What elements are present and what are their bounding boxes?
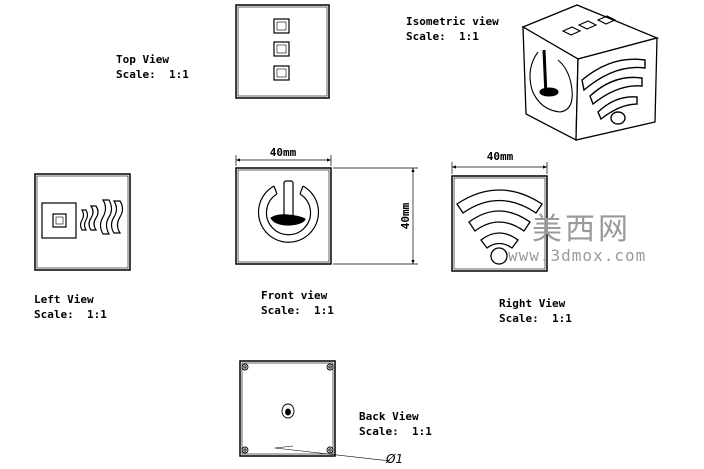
front-height-dimension: 40mm	[399, 202, 412, 229]
button-icon	[561, 15, 617, 36]
back-diameter-dimension: Ø1	[385, 452, 403, 466]
watermark-url: www.3dmox.com	[508, 246, 647, 265]
wifi-icon	[456, 189, 543, 265]
screw-hole-icon	[241, 363, 334, 454]
dimension-height	[333, 167, 418, 265]
button-icon	[273, 18, 290, 81]
button-icon	[41, 202, 77, 239]
top-view	[235, 4, 330, 99]
logo-icon	[281, 403, 295, 419]
isometric-view	[521, 4, 660, 142]
front-view	[235, 155, 418, 265]
right-width-dimension: 40mm	[487, 150, 514, 163]
right-view	[451, 162, 548, 272]
back-view	[239, 360, 391, 462]
dimension-width	[235, 155, 332, 166]
dimension-width	[451, 162, 548, 174]
wifi-icon	[79, 199, 124, 235]
wifi-icon	[581, 58, 646, 125]
watermark-cjk: 美西网	[532, 212, 631, 247]
power-icon	[529, 49, 573, 113]
leader-line	[274, 445, 391, 462]
front-width-dimension: 40mm	[270, 146, 297, 159]
power-icon	[257, 180, 320, 243]
left-view	[34, 173, 131, 271]
